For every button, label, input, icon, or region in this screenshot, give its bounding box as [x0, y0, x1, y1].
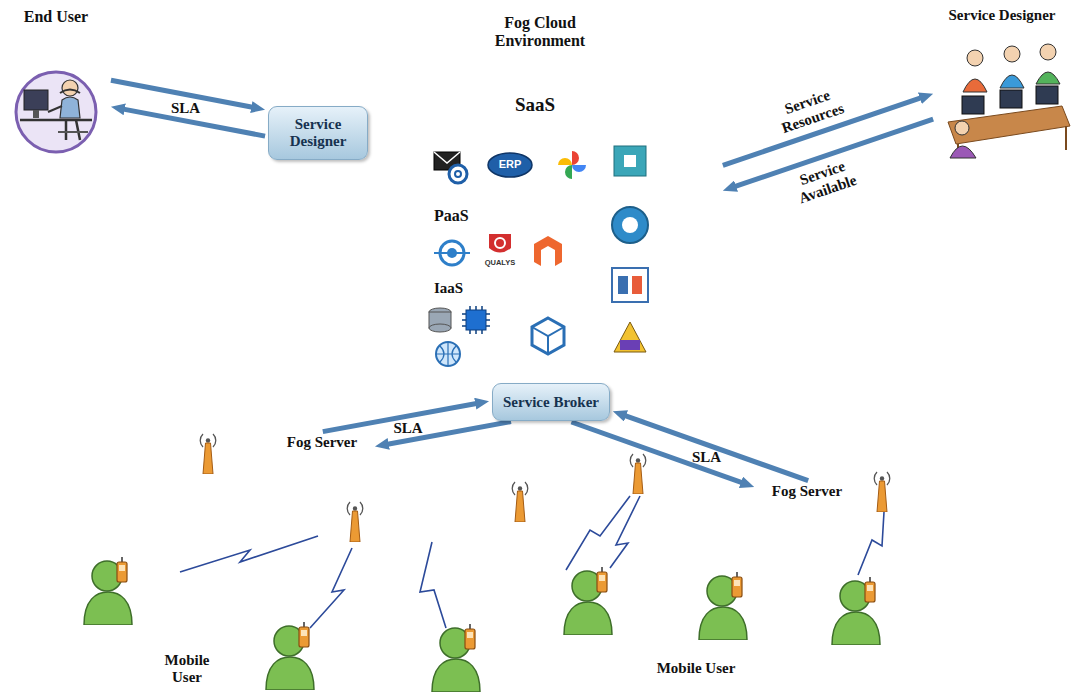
node-text: SaaS — [515, 94, 555, 115]
node-text: Service Designer — [948, 7, 1055, 24]
node-text: Fog Server — [772, 483, 842, 500]
fog-server: Fog Server — [272, 433, 372, 455]
sla-arrow — [622, 415, 808, 481]
service-designer-box: Service Designer — [268, 106, 368, 160]
edge-label: Service Resources — [765, 81, 855, 139]
sla-arrow — [571, 422, 744, 484]
service-designer-team: Service Designer — [936, 6, 1068, 160]
node-text: Fog Server — [287, 434, 357, 451]
band-outline — [420, 85, 720, 375]
saas-band: SaaS — [420, 85, 720, 375]
service-broker-box: Service Broker — [492, 383, 610, 421]
edge-label: SLA — [393, 420, 422, 437]
iaas-band: IaaS — [420, 278, 520, 375]
service-icons — [429, 146, 648, 366]
cloud-shape — [175, 7, 924, 460]
node-text: End User — [24, 8, 88, 26]
node-text: Service Broker — [503, 394, 599, 411]
edge-label: Service Available — [780, 152, 870, 210]
edge-label: SLA — [171, 99, 200, 116]
node-text: Fog Cloud Environment — [470, 14, 610, 50]
user-label: Mobile User — [636, 660, 756, 677]
end-user: End User — [4, 8, 108, 158]
logo-text: ERP — [490, 158, 530, 170]
node-text: PaaS — [434, 207, 469, 225]
user-label: Mobile User — [156, 652, 218, 685]
fog-server: Fog Server — [757, 482, 857, 504]
band-shape — [420, 205, 600, 375]
edge-label: SLA — [692, 449, 721, 466]
logo-text: QUALYS — [480, 259, 520, 267]
node-text: IaaS — [434, 280, 463, 297]
cloud-region: Fog Cloud EnvironmentSaaS PaaS IaaS Service… — [140, 0, 935, 480]
band-shape — [420, 278, 520, 375]
band-shape — [420, 85, 720, 375]
node-text: Service Designer — [276, 116, 360, 150]
